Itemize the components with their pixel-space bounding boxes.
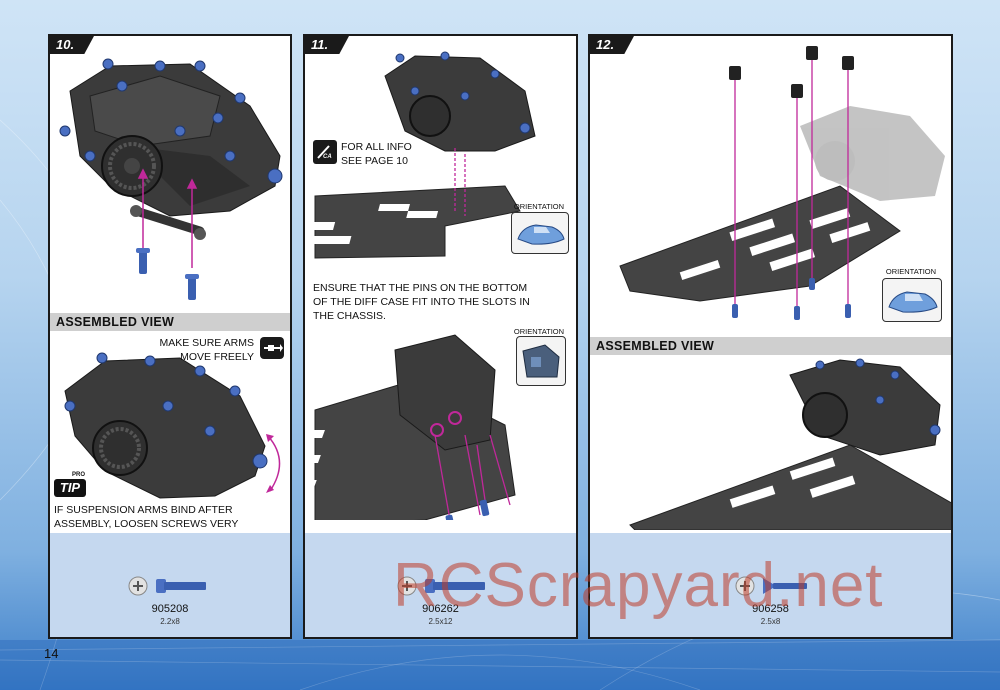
alignment-guides xyxy=(454,148,466,216)
screw-heads xyxy=(59,58,283,184)
carbon-chassis xyxy=(619,185,901,302)
orientation-car-thumb xyxy=(511,212,569,254)
step-10-panel: 10. ASSEMBLED V xyxy=(48,34,292,639)
diff-thumb-icon xyxy=(522,344,560,378)
carbon-chassis xyxy=(305,185,521,259)
info-icon xyxy=(313,140,337,164)
watermark: RCScrapyard.net xyxy=(393,551,884,620)
orientation-label-2: ORIENTATION xyxy=(513,327,565,336)
assembled-view-label: ASSEMBLED VIEW xyxy=(50,313,290,331)
part-number: 906258 xyxy=(752,603,789,615)
arms-note: MAKE SURE ARMS MOVE FREELY xyxy=(159,337,254,363)
car-icon xyxy=(517,224,565,245)
step-number: 12. xyxy=(590,36,634,54)
part-size: 2.5x12 xyxy=(428,617,453,626)
screws xyxy=(136,248,199,300)
screw-906262-icon xyxy=(397,576,485,596)
parts-area: 906258 2.5x8 xyxy=(590,533,951,637)
step-number: 10. xyxy=(50,36,94,54)
diff-case-assembled-illustration xyxy=(64,352,281,499)
diff-to-chassis-illustration xyxy=(305,51,536,259)
parts-area: 906262 2.5x12 xyxy=(305,533,576,637)
pro-tip-icon: PRO TIP xyxy=(54,472,88,498)
screw-906258-icon xyxy=(735,576,807,596)
chassis-exploded-illustration xyxy=(619,46,945,320)
diff-case-body xyxy=(69,63,281,217)
assembly-arrows xyxy=(137,168,198,268)
step-11-panel: 11. CA FOR ALL INFO SEE xyxy=(303,34,578,639)
part-size: 2.2x8 xyxy=(160,617,180,626)
screw-905208-icon xyxy=(128,576,206,596)
screws xyxy=(732,278,851,320)
assembled-view-label: ASSEMBLED VIEW xyxy=(590,337,951,355)
step-12-panel: 12. ORIEN xyxy=(588,34,953,639)
car-icon xyxy=(888,291,938,313)
page-number: 14 xyxy=(44,646,59,661)
chassis-posts xyxy=(729,46,854,98)
chassis-assembled-illustration xyxy=(629,358,951,530)
move-freely-icon xyxy=(260,337,284,359)
part-size: 2.5x8 xyxy=(760,617,781,626)
post-arrows xyxy=(734,58,849,311)
pin-instruction: ENSURE THAT THE PINS ON THE BOTTOM OF TH… xyxy=(313,282,530,322)
orientation-car-thumb xyxy=(882,278,942,322)
orientation-diff-thumb xyxy=(516,336,566,386)
part-number: 906262 xyxy=(422,603,459,615)
ghost-diff-case xyxy=(800,106,945,201)
diff-case-body xyxy=(384,51,536,152)
diff-pin-detail-illustration xyxy=(305,334,516,520)
part-number: 905208 xyxy=(151,603,189,615)
orientation-label: ORIENTATION xyxy=(513,202,565,211)
info-icon-label: CA xyxy=(323,154,332,160)
info-text: FOR ALL INFO SEE PAGE 10 xyxy=(341,141,412,167)
step-number: 11. xyxy=(305,36,349,54)
diff-case-exploded-illustration xyxy=(59,58,283,300)
spur-gear xyxy=(101,135,163,197)
parts-area: 905208 2.2x8 xyxy=(50,533,290,637)
orientation-label: ORIENTATION xyxy=(885,267,937,276)
